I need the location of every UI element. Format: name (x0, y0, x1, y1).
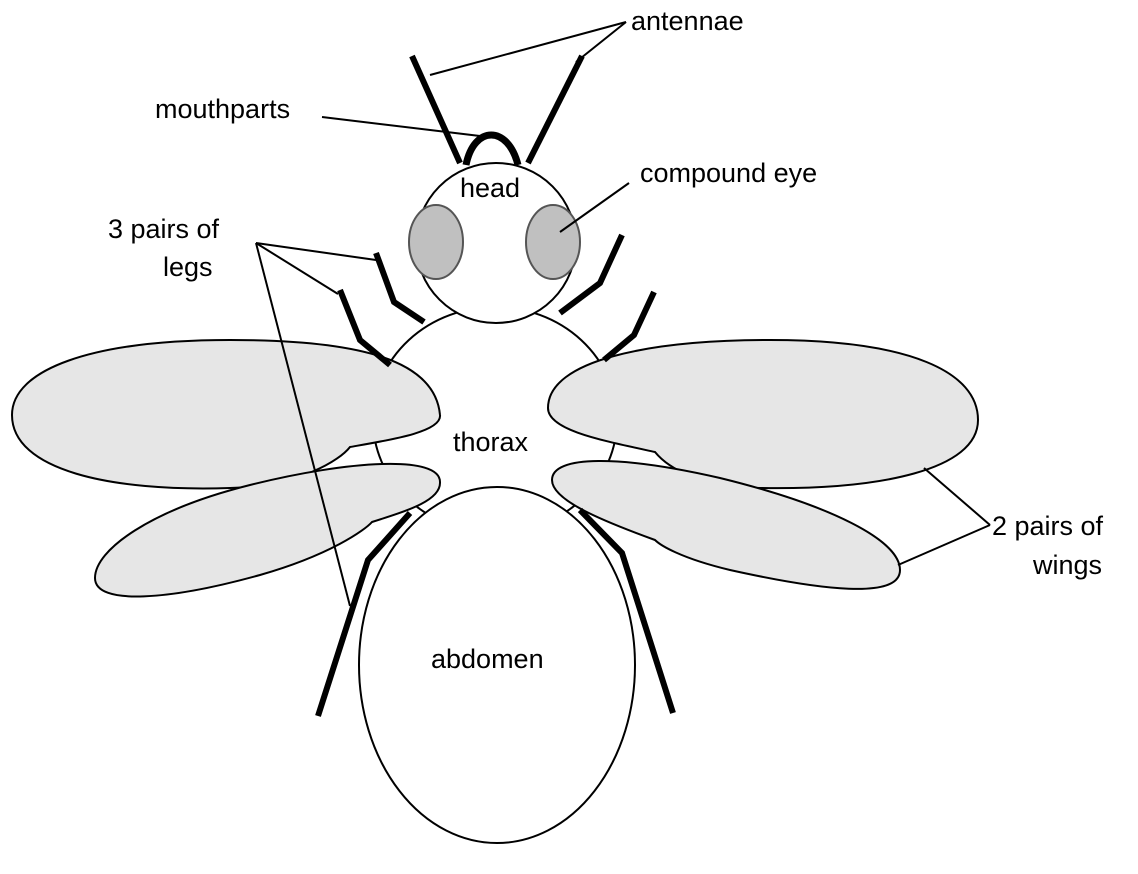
wings-leader-fore (924, 468, 990, 525)
head-label: head (460, 173, 520, 203)
mouthparts-leader (322, 117, 480, 136)
wings-leader-hind (898, 525, 990, 565)
compound-eye-label: compound eye (640, 158, 817, 188)
right-compound-eye (526, 205, 580, 279)
right-antenna (528, 56, 582, 163)
antennae-label: antennae (631, 6, 744, 36)
legs-leader-fore (256, 243, 376, 260)
mouthparts (466, 135, 518, 165)
compound-eye-leader (560, 183, 629, 232)
left-antenna (412, 56, 460, 163)
legs-label-line2: legs (163, 252, 213, 282)
thorax-label: thorax (453, 427, 529, 457)
wings-label-line1: 2 pairs of (992, 511, 1104, 541)
abdomen-label: abdomen (431, 644, 544, 674)
legs-leader-mid (256, 243, 338, 294)
wings-label-line2: wings (1032, 550, 1102, 580)
left-compound-eye (409, 205, 463, 279)
mouthparts-label: mouthparts (155, 94, 290, 124)
legs-label-line1: 3 pairs of (108, 214, 220, 244)
antennae-leader-left (430, 22, 626, 75)
